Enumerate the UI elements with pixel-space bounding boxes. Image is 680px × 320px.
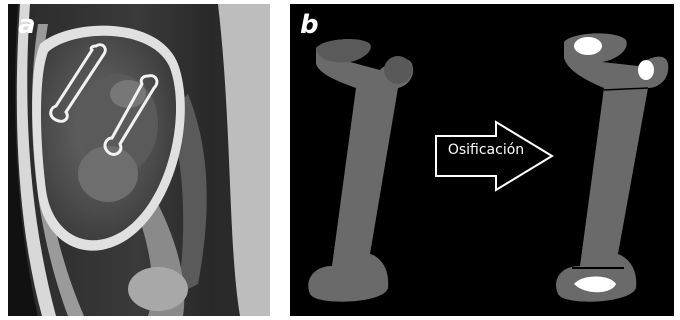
femur-unossified-icon <box>308 39 413 302</box>
panel-letter-b: b <box>300 12 319 38</box>
arrow-label: Osificación <box>440 142 532 158</box>
ossification-center-2 <box>638 60 654 80</box>
ossification-diagram <box>290 4 674 316</box>
ossification-center-1 <box>574 37 602 55</box>
fetal-mri-illustration <box>8 4 270 316</box>
femur-ossified-icon <box>556 33 668 301</box>
panel-b-ossification-diagram: b Osificación <box>290 4 674 316</box>
panel-a-mri-image: a <box>8 4 270 316</box>
panel-letter-a: a <box>18 12 36 38</box>
